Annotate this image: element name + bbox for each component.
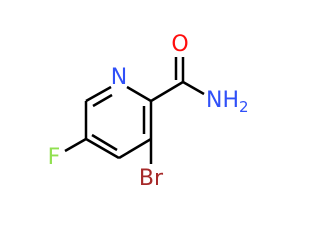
bond-c5-f bbox=[64, 137, 87, 153]
bond-carbonyl-n bbox=[182, 80, 205, 96]
atom-label-o: O bbox=[171, 32, 188, 57]
atom-label-f: F bbox=[48, 145, 61, 170]
atom-label-n: N bbox=[111, 65, 127, 90]
molecule-structure: N O NH2 F Br bbox=[48, 32, 249, 191]
atom-label-nh2: NH2 bbox=[206, 88, 249, 116]
bond-c4-c5-double bbox=[91, 133, 118, 152]
bond-c6-n1-double bbox=[92, 93, 113, 108]
bond-c6-n1 bbox=[85, 85, 112, 103]
atom-label-nh2-subscript: 2 bbox=[239, 98, 249, 116]
atom-label-br: Br bbox=[139, 166, 164, 191]
atom-label-nh: NH bbox=[206, 88, 239, 113]
bond-c4-c5 bbox=[85, 137, 120, 160]
bond-c2-carbonyl bbox=[150, 80, 184, 103]
molecule-diagram: N O NH2 F Br bbox=[47, 32, 249, 191]
bond-c3-c4 bbox=[118, 137, 152, 160]
bond-n1-c2 bbox=[126, 85, 152, 103]
